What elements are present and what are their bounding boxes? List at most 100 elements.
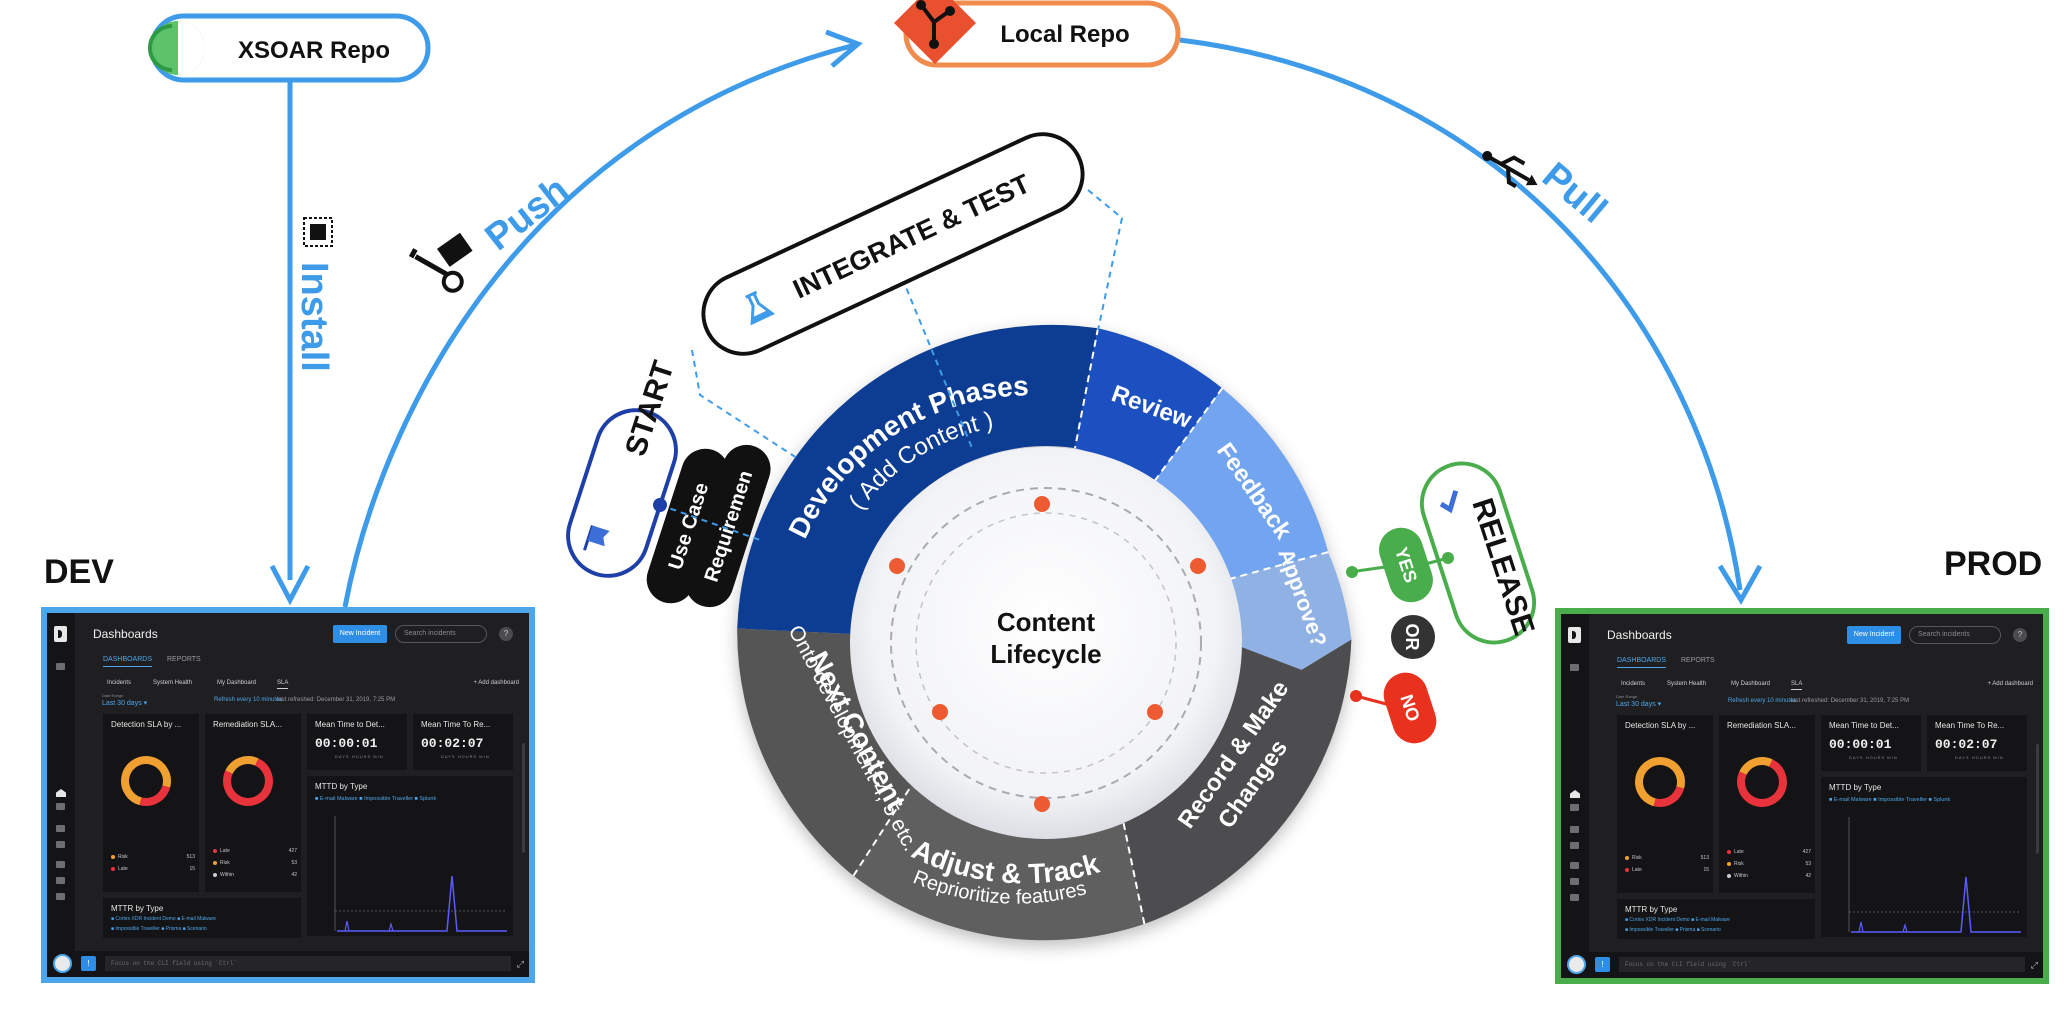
subtab-incidents[interactable]: Incidents <box>107 680 132 686</box>
mttr-value: 00:02:07 <box>1935 737 1998 752</box>
donut-chart <box>111 746 181 816</box>
pin-icon[interactable] <box>56 663 65 670</box>
settings-icon[interactable] <box>1570 894 1579 901</box>
incidents-icon[interactable] <box>56 803 65 810</box>
segment-dividers <box>852 328 1329 925</box>
card-title: Detection SLA by ... <box>1625 721 1696 730</box>
expand-icon[interactable]: ⤢ <box>2030 960 2038 970</box>
card-title: Mean Time to Det... <box>1829 721 1899 730</box>
refresh-select[interactable]: Refresh every 10 minutes <box>1728 698 1797 704</box>
playbooks-icon[interactable] <box>56 841 65 848</box>
install-label: Install <box>293 262 335 372</box>
check-icon <box>1439 490 1459 514</box>
refresh-select[interactable]: Refresh every 10 minutes <box>214 697 283 703</box>
mttd-value: 00:00:01 <box>315 736 378 751</box>
mttr-value: 00:02:07 <box>421 736 484 751</box>
subtab-sla[interactable]: SLA <box>1791 681 1803 690</box>
lifecycle-wheel <box>737 324 1352 941</box>
subtab-sla[interactable]: SLA <box>277 680 289 689</box>
segment-adjust-track <box>853 777 1145 941</box>
chart-legend: ■ E-mail Malware ■ Impossible Traveller … <box>315 796 437 802</box>
pin-icon[interactable] <box>1570 664 1579 671</box>
yes-connector-dot <box>1346 566 1358 578</box>
card-title: MTTR by Type <box>111 904 164 913</box>
avatar[interactable] <box>53 954 72 973</box>
date-range-select[interactable]: Last 30 days ▾ <box>1616 701 1662 708</box>
prod-label: PROD <box>1944 545 2043 583</box>
tab-reports[interactable]: REPORTS <box>1681 657 1715 664</box>
push-arrow <box>342 29 863 608</box>
search-input[interactable]: Search incidents <box>1909 626 2001 644</box>
card-title: MTTD by Type <box>315 782 368 791</box>
card-title: Remediation SLA... <box>1727 721 1796 730</box>
mttr-by-type-card: MTTR by Type ■ Cortex XDR Incident Demo … <box>103 898 301 938</box>
pull-arrow <box>1179 37 1763 605</box>
incidents-icon[interactable] <box>1570 804 1579 811</box>
add-dashboard-button[interactable]: + Add dashboard <box>473 680 519 686</box>
automation-icon[interactable] <box>56 861 65 868</box>
mttr-card: Mean Time To Re... 00:02:07 DAYS HOURS M… <box>413 714 513 770</box>
avatar[interactable] <box>1567 955 1586 974</box>
expand-icon[interactable]: ⤢ <box>516 959 524 969</box>
tab-reports[interactable]: REPORTS <box>167 656 201 663</box>
subtab-system-health[interactable]: System Health <box>153 680 193 686</box>
tab-dashboards[interactable]: DASHBOARDS <box>103 656 153 667</box>
search-input[interactable]: Search incidents <box>395 625 487 643</box>
settings-icon[interactable] <box>56 893 65 900</box>
demisto-logo-icon <box>54 626 67 642</box>
help-button[interactable]: ? <box>2013 628 2027 642</box>
timer-units: DAYS HOURS MIN <box>1955 755 2004 760</box>
new-incident-button[interactable]: New Incident <box>1847 626 1901 644</box>
mttd-value: 00:00:01 <box>1829 737 1892 752</box>
start-connector <box>659 504 761 541</box>
automation-icon[interactable] <box>1570 862 1579 869</box>
release-callout: RELEASE <box>1419 461 1541 645</box>
jobs-icon[interactable] <box>56 825 65 832</box>
center-title-line1: Content <box>997 607 1096 637</box>
yes-pill: YES <box>1379 527 1433 603</box>
marketplace-icon[interactable] <box>56 877 65 884</box>
xsoar-logo-icon <box>148 21 205 75</box>
local-repo-node: Local Repo <box>893 0 1181 68</box>
tab-dashboards[interactable]: DASHBOARDS <box>1617 657 1667 668</box>
cli-input[interactable]: Focus on the CLI field using `Ctrl` <box>1619 957 2025 972</box>
mttr-card: Mean Time To Re... 00:02:07 DAYS HOURS M… <box>1927 715 2027 771</box>
timer-units: DAYS HOURS MIN <box>335 754 384 759</box>
integrate-test-connector <box>1087 189 1124 331</box>
cli-footer: ! Focus on the CLI field using `Ctrl` ⤢ <box>47 951 529 977</box>
jobs-icon[interactable] <box>1570 826 1579 833</box>
home-icon[interactable] <box>56 789 66 797</box>
home-icon[interactable] <box>1570 790 1580 798</box>
help-button[interactable]: ? <box>499 627 513 641</box>
subtab-my-dashboard[interactable]: My Dashboard <box>1731 681 1771 687</box>
date-range-select[interactable]: Last 30 days ▾ <box>102 700 148 707</box>
card-title: Mean Time To Re... <box>1935 721 2005 730</box>
add-dashboard-button[interactable]: + Add dashboard <box>1987 681 2033 687</box>
nav-rail <box>1561 614 1589 978</box>
push-label: Push <box>478 169 577 259</box>
xsoar-repo-node: XSOAR Repo <box>148 13 431 83</box>
new-incident-button[interactable]: New Incident <box>333 625 387 643</box>
release-connector-dot <box>1442 552 1454 564</box>
cli-footer: ! Focus on the CLI field using `Ctrl` ⤢ <box>1561 952 2043 978</box>
marketplace-icon[interactable] <box>1570 878 1579 885</box>
subtab-incidents[interactable]: Incidents <box>1621 681 1646 687</box>
cli-input[interactable]: Focus on the CLI field using `Ctrl` <box>105 956 511 971</box>
cli-button[interactable]: ! <box>81 956 96 971</box>
scrollbar[interactable] <box>2036 744 2039 854</box>
subtab-system-health[interactable]: System Health <box>1667 681 1707 687</box>
playbooks-icon[interactable] <box>1570 842 1579 849</box>
cli-button[interactable]: ! <box>1595 957 1610 972</box>
scrollbar[interactable] <box>522 743 525 853</box>
subtab-my-dashboard[interactable]: My Dashboard <box>217 680 257 686</box>
segment-approve <box>1213 552 1352 670</box>
dev-dashboard: Dashboards New Incident Search incidents… <box>41 607 535 983</box>
